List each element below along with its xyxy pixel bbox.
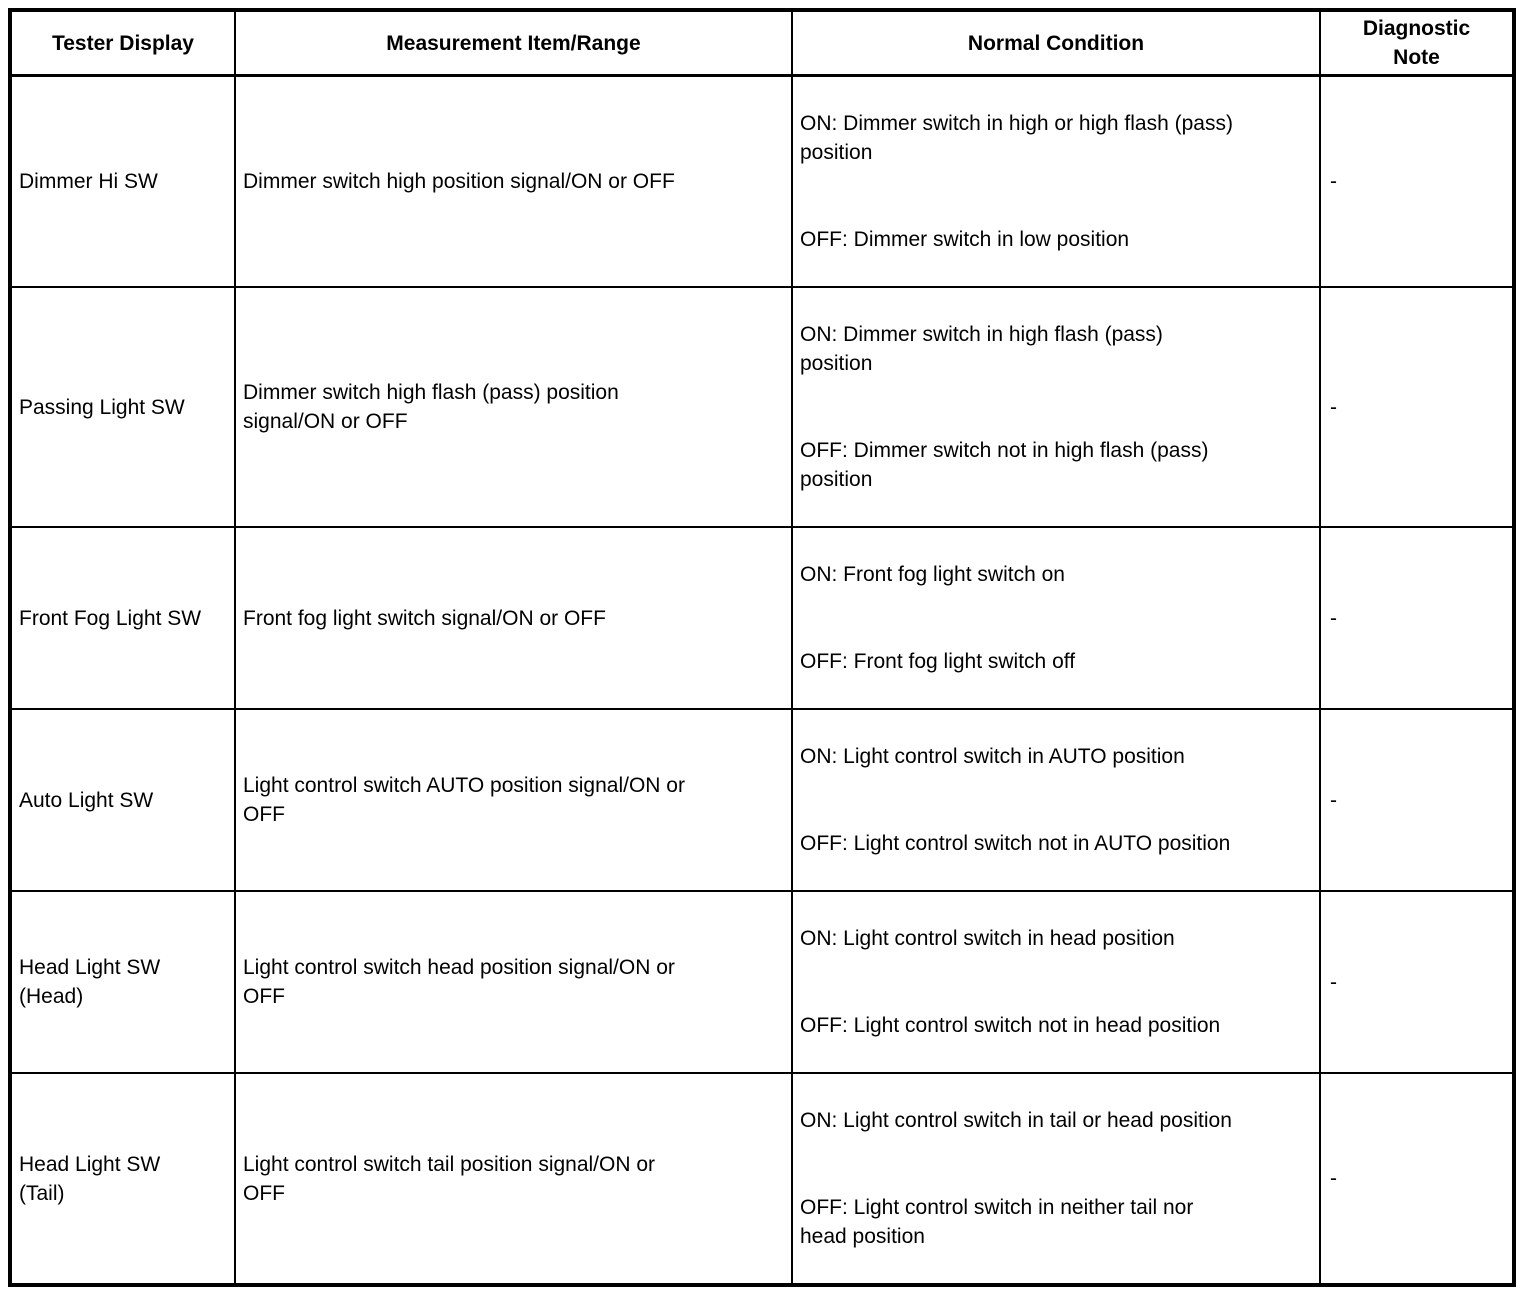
- diagnostic-note-cell: -: [1319, 286, 1515, 528]
- diagnostic-note-cell: -: [1319, 890, 1515, 1074]
- normal-condition-cell: ON: Dimmer switch in high flash (pass) p…: [791, 286, 1321, 528]
- table-header-row: Tester Display Measurement Item/Range No…: [9, 9, 1515, 77]
- normal-condition-off: OFF: Light control switch not in head po…: [800, 1014, 1221, 1037]
- table-row: Front Fog Light SW Front fog light switc…: [9, 526, 1515, 710]
- normal-condition-cell: ON: Light control switch in AUTO positio…: [791, 708, 1321, 892]
- table-row: Auto Light SW Light control switch AUTO …: [9, 708, 1515, 892]
- tester-display-cell: Dimmer Hi SW: [9, 74, 236, 288]
- normal-condition-cell: ON: Light control switch in tail or head…: [791, 1072, 1321, 1286]
- normal-condition-cell: ON: Front fog light switch on OFF: Front…: [791, 526, 1321, 710]
- tester-display-table: Tester Display Measurement Item/Range No…: [8, 8, 1516, 1287]
- measurement-cell: Dimmer switch high flash (pass) position…: [234, 286, 793, 528]
- normal-condition-off: OFF: Dimmer switch not in high flash (pa…: [800, 439, 1209, 491]
- normal-condition-off: OFF: Front fog light switch off: [800, 650, 1076, 673]
- tester-display-cell: Passing Light SW: [9, 286, 236, 528]
- tester-display-cell: Front Fog Light SW: [9, 526, 236, 710]
- col-header-diagnostic-note: Diagnostic Note: [1319, 9, 1515, 77]
- normal-condition-on: ON: Light control switch in tail or head…: [800, 1109, 1232, 1132]
- tester-display-cell: Head Light SW (Head): [9, 890, 236, 1074]
- col-header-measurement-item-range: Measurement Item/Range: [234, 9, 793, 77]
- normal-condition-on: ON: Dimmer switch in high or high flash …: [800, 112, 1233, 164]
- measurement-cell: Light control switch tail position signa…: [234, 1072, 793, 1286]
- table-row: Dimmer Hi SW Dimmer switch high position…: [9, 74, 1515, 288]
- diagnostic-note-cell: -: [1319, 708, 1515, 892]
- tester-display-cell: Head Light SW (Tail): [9, 1072, 236, 1286]
- table-row: Head Light SW (Head) Light control switc…: [9, 890, 1515, 1074]
- normal-condition-cell: ON: Dimmer switch in high or high flash …: [791, 74, 1321, 288]
- normal-condition-off: OFF: Light control switch not in AUTO po…: [800, 832, 1231, 855]
- diagnostic-note-cell: -: [1319, 526, 1515, 710]
- diagnostic-note-cell: -: [1319, 1072, 1515, 1286]
- tester-display-cell: Auto Light SW: [9, 708, 236, 892]
- measurement-cell: Front fog light switch signal/ON or OFF: [234, 526, 793, 710]
- col-header-normal-condition: Normal Condition: [791, 9, 1321, 77]
- normal-condition-on: ON: Light control switch in AUTO positio…: [800, 745, 1185, 768]
- normal-condition-on: ON: Light control switch in head positio…: [800, 927, 1175, 950]
- diagnostic-note-cell: -: [1319, 74, 1515, 288]
- measurement-cell: Light control switch AUTO position signa…: [234, 708, 793, 892]
- normal-condition-on: ON: Front fog light switch on: [800, 563, 1065, 586]
- measurement-cell: Dimmer switch high position signal/ON or…: [234, 74, 793, 288]
- table-row: Passing Light SW Dimmer switch high flas…: [9, 286, 1515, 528]
- measurement-cell: Light control switch head position signa…: [234, 890, 793, 1074]
- normal-condition-off: OFF: Dimmer switch in low position: [800, 228, 1130, 251]
- normal-condition-off: OFF: Light control switch in neither tai…: [800, 1196, 1194, 1248]
- normal-condition-on: ON: Dimmer switch in high flash (pass) p…: [800, 323, 1163, 375]
- col-header-tester-display: Tester Display: [9, 9, 236, 77]
- normal-condition-cell: ON: Light control switch in head positio…: [791, 890, 1321, 1074]
- table-row: Head Light SW (Tail) Light control switc…: [9, 1072, 1515, 1286]
